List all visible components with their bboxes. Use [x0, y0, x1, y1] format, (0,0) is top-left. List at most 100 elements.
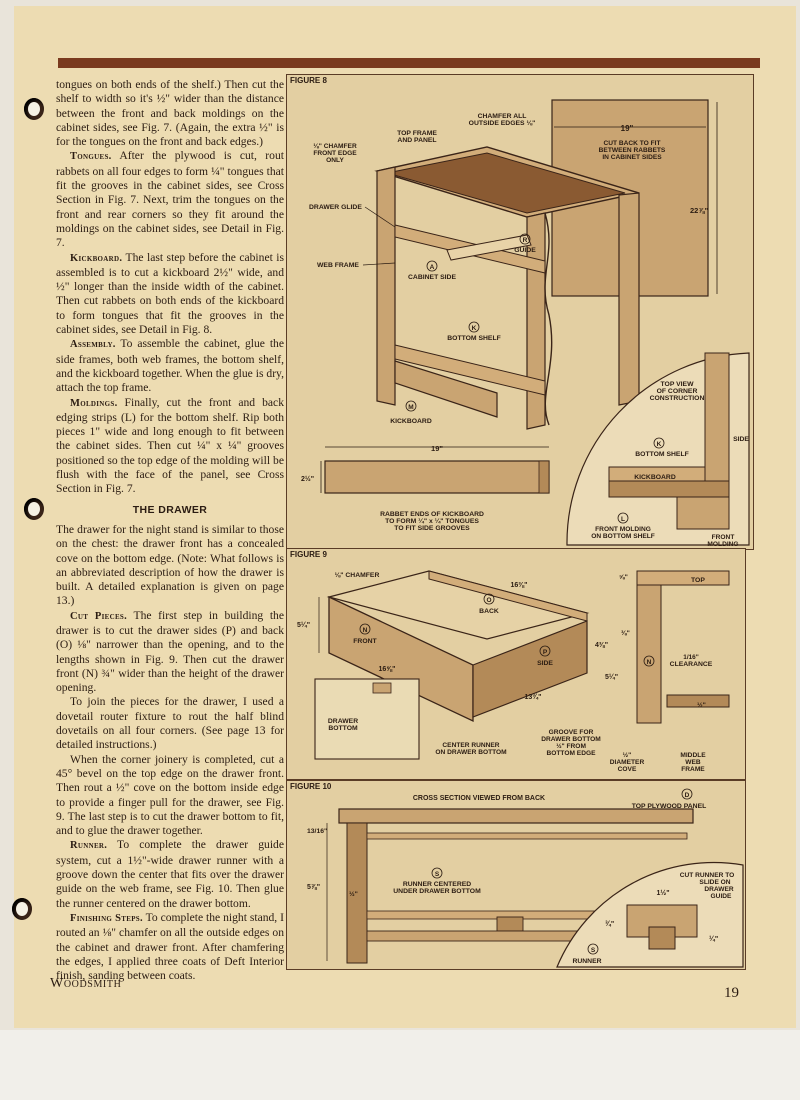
paragraph: Cut Pieces. The first step in building t… [56, 609, 284, 696]
callout-label: RUNNER [572, 958, 601, 965]
part-letter-circle [643, 655, 655, 667]
callout-label: WEB FRAME [317, 262, 359, 269]
dim-label: 16⅝" [379, 666, 396, 673]
binder-hole-middle [24, 498, 44, 520]
callout-label: AND PANEL [397, 137, 436, 144]
dim-label: 4⅜" [595, 642, 608, 649]
callout-label: FRONT [353, 638, 377, 645]
part-letter-circle [405, 400, 417, 412]
callout-label: BOTTOM SHELF [635, 451, 689, 458]
dim-label: 2½" [301, 475, 314, 483]
callout-label: FRAME [681, 766, 705, 773]
header-rule [58, 58, 760, 68]
kickboard-shape [394, 360, 498, 418]
callout-label: TOP [691, 577, 705, 584]
dim-label: ½" [697, 701, 706, 709]
callout-label: ON DRAWER BOTTOM [435, 749, 507, 756]
callout-label: CENTER RUNNER [442, 742, 499, 749]
callout-label: TOP PLYWOOD PANEL [632, 803, 707, 810]
drawer-front-shape [328, 595, 474, 723]
part-letter-circle [519, 233, 531, 245]
top-panel-section [338, 808, 694, 824]
part-letter-circle [359, 623, 371, 635]
callout-label: KICKBOARD [390, 418, 432, 425]
kickboard-detail-shape [324, 460, 550, 494]
left-side-section [346, 822, 368, 964]
scan-margin [0, 1030, 800, 1100]
callout-label: CUT BACK TO FIT [603, 140, 660, 147]
top-detail-shape [636, 570, 730, 586]
callout-label: DRAWER BOTTOM [541, 736, 601, 743]
paragraph: Assembly. To assemble the cabinet, glue … [56, 337, 284, 395]
part-letter-circle [431, 867, 443, 879]
callout-label: OF CORNER [657, 388, 698, 395]
part-letter-circle [587, 943, 599, 955]
figure-9: FIGURE 9 DRAWER BOTTOM ⅛" CHAMFER 16⅜" O… [286, 548, 746, 780]
callout-label: GUIDE [514, 247, 536, 254]
runner-detail-shape [626, 904, 698, 938]
part-letter: K [472, 325, 477, 332]
callout-label: BOTTOM [328, 725, 358, 732]
figure-title: FIGURE 8 [290, 76, 327, 85]
dim-label: 19" [621, 124, 634, 133]
callout-label: CROSS SECTION VIEWED FROM BACK [413, 795, 545, 802]
dim-label: 22⅞" [690, 206, 709, 215]
part-letter: P [543, 649, 548, 656]
paragraph: Tongues. After the plywood is cut, rout … [56, 149, 284, 250]
callout-label: ½" FROM [556, 742, 586, 750]
callout-label: OUTSIDE EDGES ⅛" [469, 120, 536, 127]
callout-label: ONLY [326, 157, 344, 164]
callout-label: FRONT MOLDING [595, 526, 651, 533]
runin-heading: Moldings. [70, 397, 118, 409]
part-letter: K [657, 441, 662, 448]
callout-label: IN CABINET SIDES [602, 154, 662, 161]
part-letter-circle [617, 512, 629, 524]
callout-label: DRAWER GLIDE [309, 204, 362, 211]
part-letter: S [591, 947, 596, 954]
paragraph: tongues on both ends of the shelf.) Then… [56, 78, 284, 149]
runin-heading: Assembly. [70, 339, 116, 351]
callout-label: BOTTOM SHELF [447, 335, 501, 342]
callout-label: UNDER DRAWER BOTTOM [393, 888, 481, 895]
paragraph-text: The last step before the cabinet is asse… [56, 250, 284, 337]
left-post-shape [376, 166, 396, 406]
part-letter-circle [426, 260, 438, 272]
dim-label: 19" [431, 444, 443, 453]
part-letter: A [430, 264, 435, 271]
part-letter-circle [539, 645, 551, 657]
callout-label: COVE [618, 766, 637, 773]
part-letter: O [486, 597, 491, 604]
paragraph-text: To assemble the cabinet, glue the side f… [56, 337, 284, 395]
callout-label: FRONT [712, 534, 735, 541]
callout-label: BACK [479, 608, 499, 615]
callout-label: TOP VIEW [661, 381, 695, 388]
dim-label: 16⅜" [511, 582, 528, 589]
dim-label: 1½" [656, 889, 669, 897]
part-letter: R [523, 237, 528, 244]
callout-label: MOLDING [707, 541, 738, 548]
callout-label: GROOVE FOR [549, 729, 594, 736]
callout-label: TOP FRAME [397, 130, 437, 137]
dim-label: ⅝" [619, 574, 628, 581]
dim-label: 1/16" [683, 654, 698, 661]
dim-label: 13/16" [307, 828, 327, 835]
dim-label: ½" [623, 751, 632, 759]
callout-label: RABBET ENDS OF KICKBOARD [380, 511, 484, 518]
drawer-side-shape [472, 620, 588, 718]
runin-heading: Kickboard. [70, 252, 123, 264]
dim-label: ½" [349, 890, 358, 898]
paragraph-text: The first step in building the drawer is… [56, 608, 285, 695]
callout-label: BOTTOM EDGE [547, 750, 597, 757]
callout-label: ON BOTTOM SHELF [591, 533, 655, 540]
section-heading: THE DRAWER [132, 503, 208, 516]
figure-10: FIGURE 10 CROSS SECTION VIEWED FROM BACK… [286, 780, 746, 970]
callout-label: SIDE [733, 436, 749, 443]
callout-label: BETWEEN RABBETS [599, 147, 666, 154]
dim-label: 13¾" [525, 693, 542, 701]
paragraph-text: Finally, cut the front and back edging s… [56, 395, 284, 496]
callout-label: ⅛" CHAMFER [313, 143, 357, 150]
binder-hole-top [24, 98, 44, 120]
runin-heading: Finishing Steps. [70, 912, 143, 924]
figure-9-drawing: DRAWER BOTTOM ⅛" CHAMFER 16⅜" O BACK 5¼"… [297, 570, 730, 773]
paragraph-text: After the plywood is cut, rout rabbets o… [56, 149, 284, 250]
